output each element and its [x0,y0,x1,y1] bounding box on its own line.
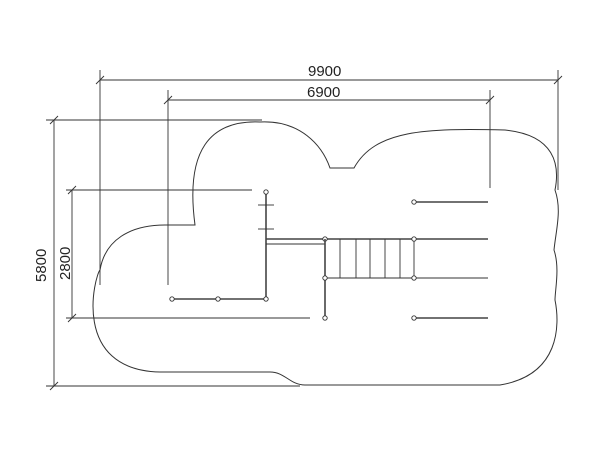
dimension-inner-width: 6900 [163,84,495,285]
equipment-main-beam [266,236,488,245]
equipment-post [411,315,417,321]
equipment-post [411,236,417,242]
equipment-post [322,315,328,321]
equipment-post [169,296,175,302]
equipment-post [411,275,417,281]
dimension-overall-width: 9900 [95,63,563,285]
equipment-post [322,275,328,281]
equipment-post [215,296,221,302]
dimension-overall-depth: 5800 [33,115,300,391]
equipment-left-frame [169,189,274,302]
equipment-post [263,189,269,195]
dimension-overall-width-label: 9900 [308,63,341,80]
dimension-inner-depth-label: 2800 [57,247,74,280]
dimension-overall-depth-label: 5800 [33,249,50,282]
dimension-inner-depth: 2800 [57,185,310,323]
equipment-post [411,199,417,205]
equipment-ladder [322,236,488,321]
equipment-right-bars [411,199,488,321]
dimension-inner-width-label: 6900 [307,84,340,101]
safety-zone-outline [92,121,559,386]
equipment-post [263,296,269,302]
